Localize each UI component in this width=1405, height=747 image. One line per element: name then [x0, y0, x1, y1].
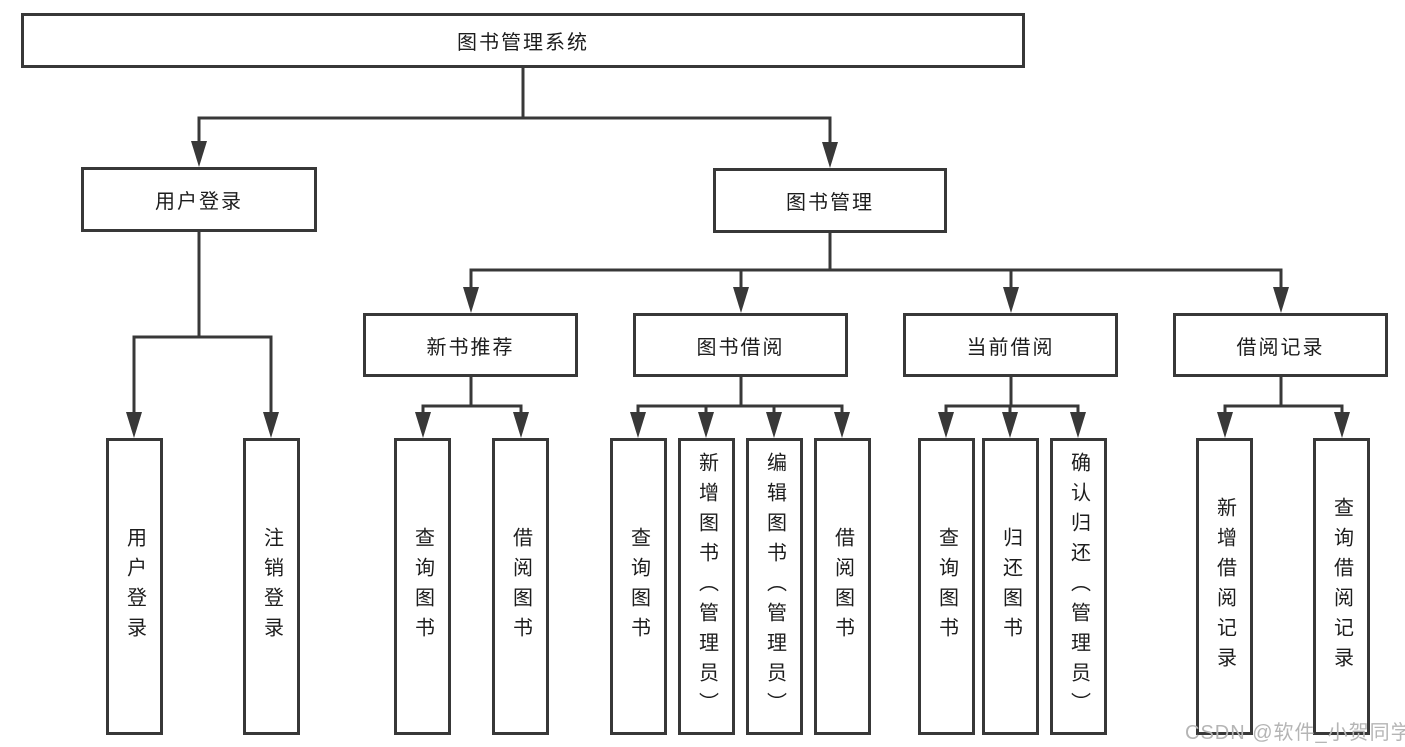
arrow-down-icon: [822, 142, 838, 168]
leaf-query-books-recommend: 查询图书: [394, 438, 451, 735]
arrow-down-icon: [415, 412, 431, 438]
arrow-down-icon: [513, 412, 529, 438]
connector-paths: [132, 68, 1344, 416]
arrow-down-icon: [938, 412, 954, 438]
arrow-down-icon: [698, 412, 714, 438]
arrow-down-icon: [191, 141, 207, 167]
leaf-return-books: 归还图书: [982, 438, 1039, 735]
leaf-logout: 注销登录: [243, 438, 300, 735]
node-new-book-recommend: 新书推荐: [363, 313, 578, 377]
csdn-watermark: CSDN @软件_小贺同学: [1185, 722, 1405, 744]
arrow-down-icon: [263, 412, 279, 438]
arrow-down-icon: [1273, 287, 1289, 313]
leaf-query-borrow-record: 查询借阅记录: [1313, 438, 1370, 735]
leaf-borrow-books-recommend: 借阅图书: [492, 438, 549, 735]
node-library-management-system: 图书管理系统: [21, 13, 1025, 68]
node-borrowing-records: 借阅记录: [1173, 313, 1388, 377]
leaf-user-login: 用户登录: [106, 438, 163, 735]
leaf-query-books-borrowing: 查询图书: [610, 438, 667, 735]
arrow-down-icon: [1334, 412, 1350, 438]
arrow-down-icon: [766, 412, 782, 438]
arrow-down-icon: [1002, 412, 1018, 438]
arrow-down-icon: [630, 412, 646, 438]
leaf-edit-books-admin: 编辑图书（管理员）: [746, 438, 803, 735]
node-current-borrowing: 当前借阅: [903, 313, 1118, 377]
arrowheads: [126, 141, 1350, 438]
arrow-down-icon: [1070, 412, 1086, 438]
leaf-confirm-return-admin: 确认归还（管理员）: [1050, 438, 1107, 735]
node-book-management: 图书管理: [713, 168, 947, 233]
leaf-add-borrow-record: 新增借阅记录: [1196, 438, 1253, 735]
node-book-borrowing: 图书借阅: [633, 313, 848, 377]
arrow-down-icon: [1003, 287, 1019, 313]
node-user-login: 用户登录: [81, 167, 317, 232]
leaf-add-books-admin: 新增图书（管理员）: [678, 438, 735, 735]
arrow-down-icon: [733, 287, 749, 313]
arrow-down-icon: [834, 412, 850, 438]
leaf-borrow-books-borrowing: 借阅图书: [814, 438, 871, 735]
arrow-down-icon: [1217, 412, 1233, 438]
arrow-down-icon: [463, 287, 479, 313]
leaf-query-books-current: 查询图书: [918, 438, 975, 735]
arrow-down-icon: [126, 412, 142, 438]
